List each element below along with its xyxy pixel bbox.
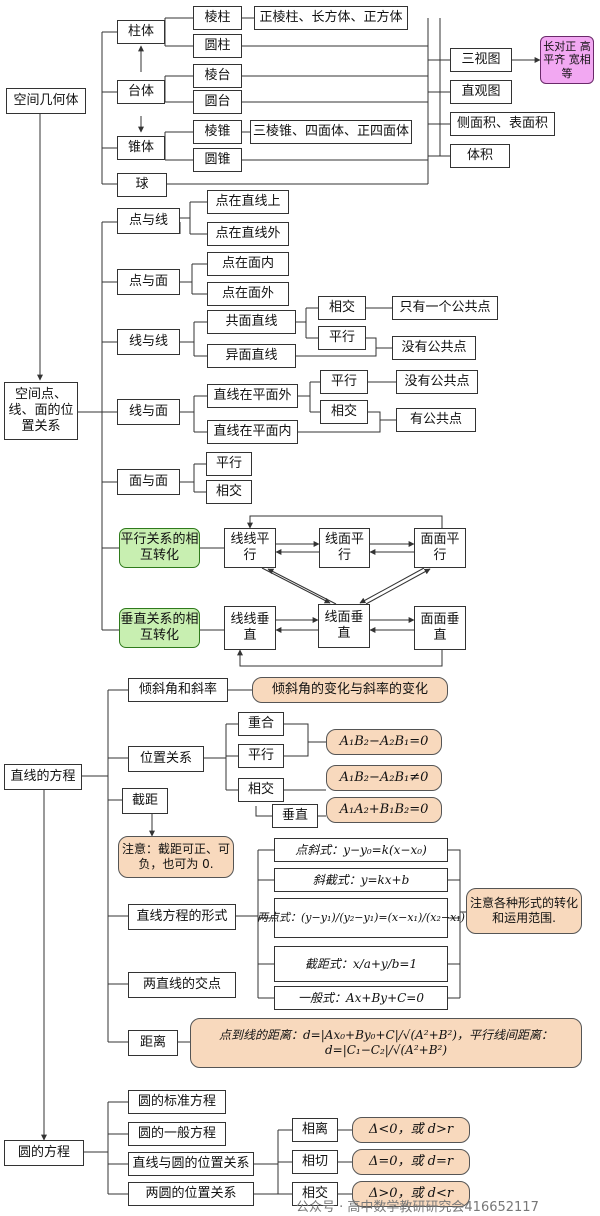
circle-circle-relation: 两圆的位置关系 [128, 1182, 254, 1206]
lp-parallel-node: 线面平行 [319, 528, 370, 568]
line-inside-plane: 直线在平面内 [207, 420, 298, 444]
pp-intersect: 相交 [206, 480, 252, 504]
volume-node: 体积 [450, 144, 510, 168]
general-form: 一般式：Ax+By+C=0 [274, 986, 448, 1010]
circle-standard-eq: 圆的标准方程 [128, 1090, 226, 1114]
line-line-node: 线与线 [117, 329, 180, 355]
slope-node: 倾斜角和斜率 [128, 678, 228, 702]
point-out-plane: 点在面外 [207, 282, 289, 306]
three-view-node: 三视图 [450, 48, 512, 72]
pyramid-node: 锥体 [117, 136, 165, 160]
two-point-form: 两点式：(y−y₁)/(y₂−y₁)=(x−x₁)/(x₂−x₁) [257, 898, 465, 938]
position-root: 空间点、线、面的位置关系 [4, 382, 78, 440]
frustum-node: 台体 [117, 80, 165, 104]
circle-general-eq: 圆的一般方程 [128, 1122, 226, 1146]
perp-condition: A₁A₂+B₁B₂=0 [326, 797, 442, 823]
intersection-node: 两直线的交点 [128, 972, 236, 998]
pp-parallel: 平行 [206, 452, 252, 476]
coplanar-lines: 共面直线 [207, 310, 296, 334]
prism-type-2: 圆柱 [193, 34, 242, 58]
point-line-node: 点与线 [117, 208, 180, 234]
separate-node: 相离 [292, 1118, 338, 1142]
intersect-condition-circle: Δ>0，或 d<r [352, 1181, 470, 1207]
slope-intercept-form: 斜截式：y=kx+b [274, 868, 448, 892]
lp-intersect: 相交 [320, 400, 368, 424]
line-plane-node: 线与面 [117, 399, 180, 425]
forms-note: 注意各种形式的转化和运用范围. [466, 888, 582, 934]
slope-note: 倾斜角的变化与斜率的变化 [252, 677, 448, 703]
intuitive-view-node: 直观图 [450, 80, 512, 104]
line-circle-relation: 直线与圆的位置关系 [128, 1152, 254, 1176]
prism-type-1: 棱柱 [193, 6, 242, 30]
tangent-condition: Δ=0，或 d=r [352, 1149, 470, 1175]
ll-parallel: 平行 [318, 326, 366, 350]
ll-parallel-node: 线线平行 [224, 528, 276, 568]
distance-note: 点到线的距离：d=|Ax₀+By₀+C|/√(A²+B²)，平行线间距离：d=|… [190, 1018, 582, 1068]
point-in-plane: 点在面内 [207, 252, 289, 276]
separate-condition: Δ<0，或 d>r [352, 1117, 470, 1143]
lp-perp-node: 线面垂直 [318, 604, 370, 648]
plane-plane-node: 面与面 [117, 469, 180, 495]
lp-parallel: 平行 [320, 370, 368, 394]
pp-parallel-node: 面面平行 [414, 528, 466, 568]
solid-root: 空间几何体 [6, 88, 86, 114]
pyramid-type-1: 棱锥 [193, 120, 242, 144]
point-off-line: 点在直线外 [207, 222, 289, 246]
has-common-point: 有公共点 [396, 408, 476, 432]
distance-node: 距离 [128, 1030, 178, 1056]
intersect-condition: A₁B₂−A₂B₁≠0 [326, 765, 442, 791]
intercept-node: 截距 [122, 788, 168, 814]
ll-intersect: 相交 [318, 296, 366, 320]
ll-perp-node: 线线垂直 [224, 606, 276, 650]
skew-lines: 异面直线 [207, 344, 296, 368]
frustum-type-2: 圆台 [193, 90, 242, 114]
watermark: 公众号 · 高中数学教研研究会416652117 [296, 1200, 539, 1215]
pp-perp-node: 面面垂直 [414, 606, 466, 650]
point-plane-node: 点与面 [117, 269, 180, 295]
perpendicular-node: 垂直 [272, 804, 318, 828]
coincide-node: 重合 [238, 712, 284, 736]
parallel-condition: A₁B₂−A₂B₁=0 [326, 729, 442, 755]
prism-node: 柱体 [117, 20, 165, 44]
one-common-point: 只有一个公共点 [392, 296, 498, 320]
position-relation-node: 位置关系 [128, 746, 204, 772]
circle-intersect-node: 相交 [292, 1182, 338, 1206]
sphere-node: 球 [117, 173, 167, 197]
parallel-node: 平行 [238, 744, 284, 768]
point-on-line: 点在直线上 [207, 190, 289, 214]
tangent-node: 相切 [292, 1150, 338, 1174]
intersect-node: 相交 [238, 778, 284, 802]
line-outside-plane: 直线在平面外 [207, 384, 298, 408]
pyramid-examples: 三棱锥、四面体、正四面体 [250, 120, 412, 144]
point-slope-form: 点斜式：y−y₀=k(x−x₀) [274, 838, 448, 862]
view-rule-note: 长对正 高平齐 宽相等 [540, 36, 594, 84]
intercept-form: 截距式：x/a+y/b=1 [274, 946, 448, 982]
perp-transform-node: 垂直关系的相互转化 [119, 608, 200, 648]
line-forms-node: 直线方程的形式 [128, 904, 236, 930]
parallel-transform-node: 平行关系的相互转化 [119, 528, 200, 568]
area-node: 侧面积、表面积 [450, 112, 555, 136]
frustum-type-1: 棱台 [193, 64, 242, 88]
line-eq-root: 直线的方程 [4, 764, 82, 790]
lp-no-common-point: 没有公共点 [396, 370, 478, 394]
pyramid-type-2: 圆锥 [193, 148, 242, 172]
intercept-note: 注意：截距可正、可负，也可为 0. [118, 836, 234, 878]
circle-root: 圆的方程 [4, 1140, 84, 1166]
prism-examples: 正棱柱、长方体、正方体 [254, 6, 408, 30]
ll-no-common-point: 没有公共点 [392, 336, 476, 360]
